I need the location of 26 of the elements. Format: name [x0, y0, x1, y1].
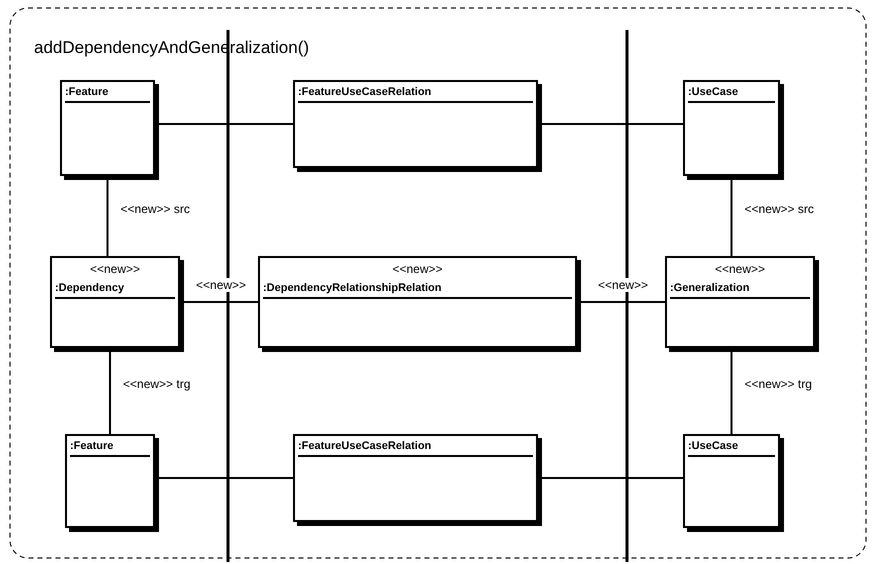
edge-label: <<new>>	[195, 278, 248, 292]
object-name: :Feature	[70, 440, 114, 452]
connector-line	[581, 301, 665, 303]
edge-label: <<new>> trg	[744, 377, 813, 391]
edge-label: <<new>>	[597, 278, 650, 292]
object-name: :FeatureUseCaseRelation	[298, 440, 432, 452]
object-name: :Feature	[65, 86, 110, 98]
stereotype-label: <<new>>	[391, 262, 444, 276]
connector-line	[109, 352, 111, 434]
object-name: :Dependency	[55, 282, 126, 294]
connector-line	[730, 352, 732, 434]
connector-line	[184, 301, 258, 303]
edge-label: <<new>> trg	[122, 377, 192, 391]
stereotype-label: <<new>>	[714, 262, 766, 276]
connector-line	[159, 477, 293, 479]
connector-line	[542, 477, 683, 479]
connector-line	[730, 180, 732, 256]
connector-line	[159, 123, 293, 125]
object-name: :FeatureUseCaseRelation	[298, 86, 432, 98]
connector-line	[106, 180, 108, 256]
connector-line	[542, 123, 683, 125]
stereotype-label: <<new>>	[88, 262, 142, 276]
object-name: :UseCase	[688, 86, 740, 98]
object-name: :Generalization	[670, 282, 750, 294]
object-name: :DependencyRelationshipRelation	[263, 282, 442, 294]
object-name: :UseCase	[688, 440, 740, 452]
